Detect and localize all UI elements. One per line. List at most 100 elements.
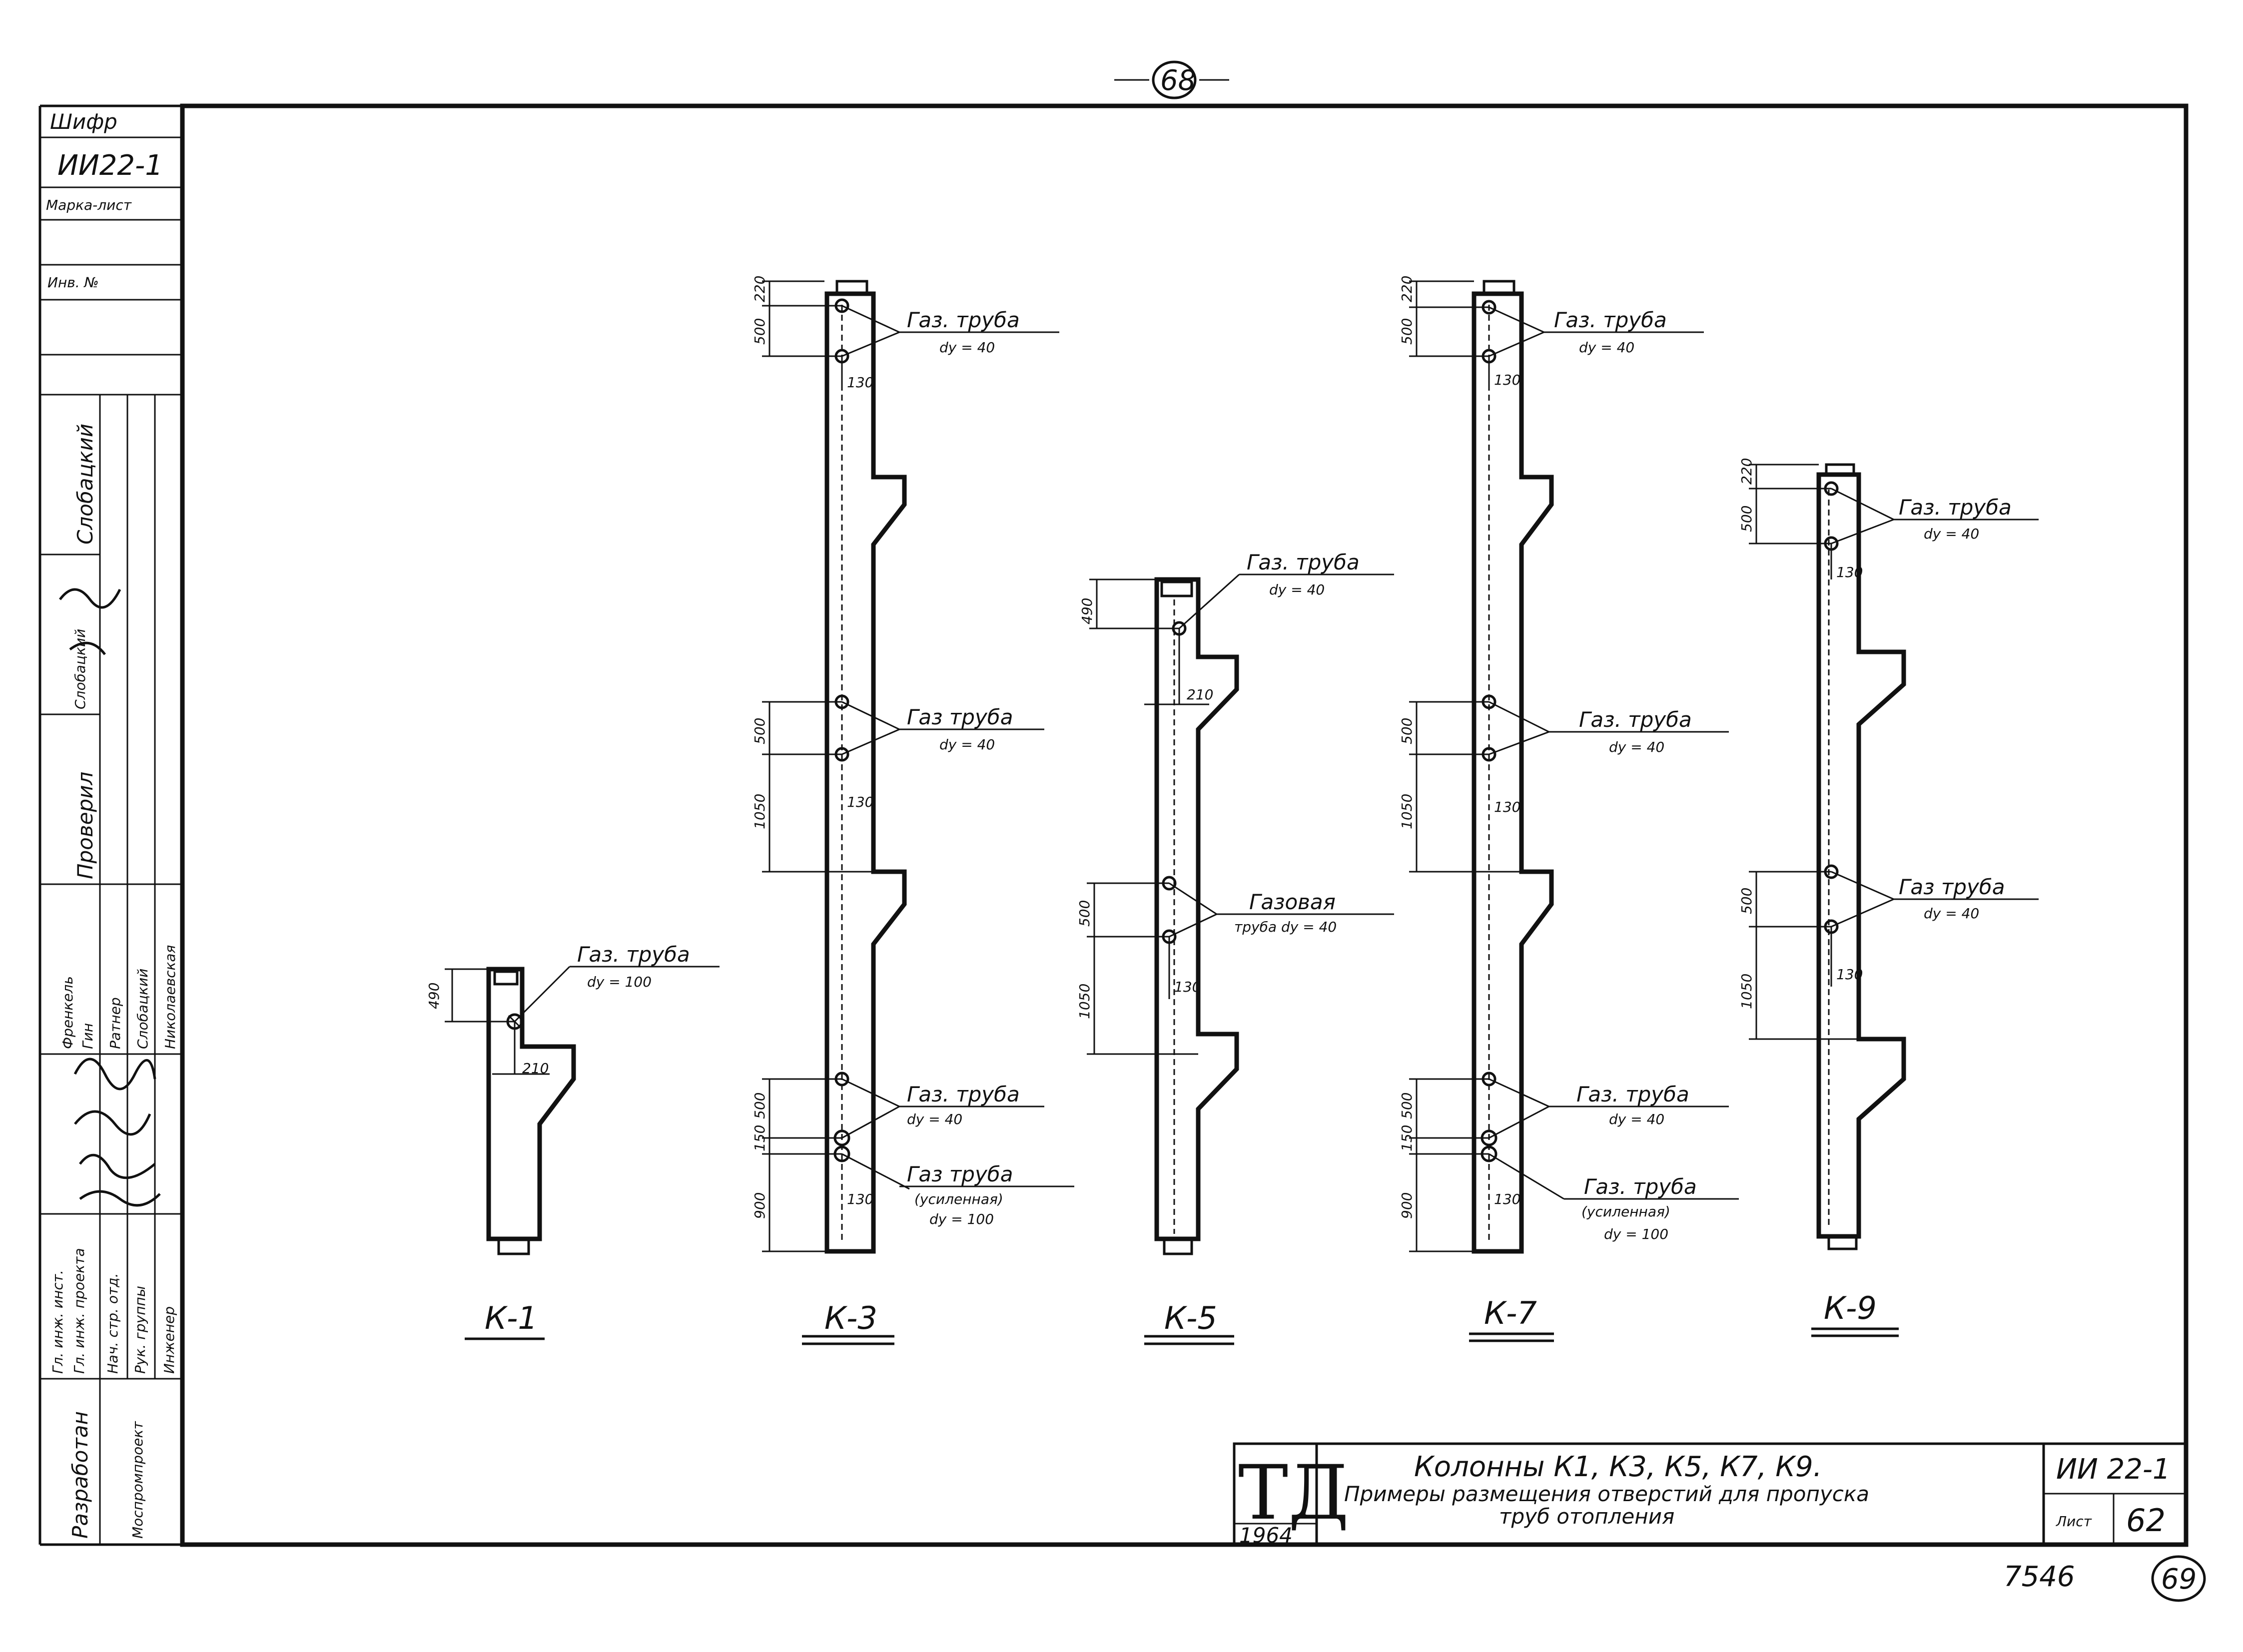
k3-dim-130a: 130 xyxy=(847,374,873,391)
name-3: Ратнер xyxy=(107,997,123,1049)
name-5: Николаевская xyxy=(162,945,178,1049)
cipher-value: ИИ22-1 xyxy=(57,149,163,182)
k7-dim-130a: 130 xyxy=(1494,372,1520,388)
name-2: Гин xyxy=(79,1023,96,1049)
k3-pipe-2: dy = 40 xyxy=(939,339,995,356)
k9-dim-500b: 500 xyxy=(1738,888,1755,914)
k9-label: К-9 xyxy=(1824,1290,1877,1326)
k5-dim-130: 130 xyxy=(1174,979,1201,995)
k5-pipe-3: Газовая xyxy=(1249,890,1336,914)
k7-dim-500c: 500 xyxy=(1399,1093,1415,1119)
k5-pipe-4: труба dy = 40 xyxy=(1234,919,1337,935)
k9-pipe-2: dy = 40 xyxy=(1924,526,1979,542)
column-k3: 220 500 130 500 1050 130 500 150 900 130… xyxy=(751,276,1074,1345)
logo-td: ТД xyxy=(1238,1450,1349,1537)
k7-dim-500b: 500 xyxy=(1399,718,1415,744)
k3-pipe-7: Газ труба xyxy=(907,1162,1013,1186)
left-title-strip: Шифр ИИ22-1 Марка-лист Инв. № Слобацкий … xyxy=(38,104,182,1545)
k3-dim-500a: 500 xyxy=(751,318,768,345)
k3-label: К-3 xyxy=(824,1300,877,1336)
k7-pipe-1: Газ. труба xyxy=(1554,308,1667,332)
role-4: Рук. группы xyxy=(132,1286,148,1374)
top-page-number: 68 xyxy=(1114,60,1229,99)
page-number-top: 68 xyxy=(1160,64,1196,97)
role-3: Нач. стр. отд. xyxy=(104,1273,121,1374)
k3-pipe-3: Газ труба xyxy=(907,705,1013,729)
k9-dim-130a: 130 xyxy=(1836,564,1863,580)
title-line2: Примеры размещения отверстий для пропуск… xyxy=(1344,1482,1869,1506)
k3-pipe-8: (усиленная) xyxy=(914,1191,1003,1207)
k7-pipe-9: dy = 100 xyxy=(1604,1226,1668,1242)
k7-dim-130b: 130 xyxy=(1494,799,1520,815)
name-4: Слобацкий xyxy=(134,969,151,1049)
k7-pipe-2: dy = 40 xyxy=(1579,339,1634,356)
k5-dim-210: 210 xyxy=(1187,686,1213,703)
k7-pipe-4: dy = 40 xyxy=(1609,739,1664,755)
k1-pipe-1: Газ. труба xyxy=(577,942,690,967)
k3-dim-900: 900 xyxy=(751,1192,768,1219)
page-number-bottom: 69 xyxy=(2161,1563,2197,1596)
role-5: Инженер xyxy=(161,1306,177,1374)
column-k7: 220 500 130 500 1050 130 500 150 900 130… xyxy=(1399,276,1739,1342)
sheet-number: 62 xyxy=(2126,1502,2166,1539)
k9-dim-220: 220 xyxy=(1738,458,1755,485)
title-block: ТД 1964 Колонны К1, К3, К5, К7, К9. Прим… xyxy=(1233,1442,2188,1548)
k9-dim-130b: 130 xyxy=(1836,966,1863,983)
k7-dim-1050: 1050 xyxy=(1399,794,1415,829)
inv-label: Инв. № xyxy=(47,274,99,291)
column-k9: 220 500 130 500 1050 130 Газ. труба dy =… xyxy=(1738,458,2039,1337)
k3-pipe-9: dy = 100 xyxy=(929,1211,994,1227)
top-name: Слобацкий xyxy=(73,424,97,545)
k3-dim-220: 220 xyxy=(751,276,768,302)
column-k5: 490 210 500 1050 130 Газ. труба dy = 40 … xyxy=(1076,550,1394,1345)
drawing-frame xyxy=(180,103,2189,1547)
k7-dim-900: 900 xyxy=(1399,1192,1415,1219)
k7-pipe-5: Газ. труба xyxy=(1576,1082,1689,1106)
developed-by: Разработан xyxy=(68,1411,92,1539)
org-name: Моспромпроект xyxy=(129,1421,146,1539)
k9-pipe-3: Газ труба xyxy=(1899,875,2005,899)
k3-dim-130b: 130 xyxy=(847,794,873,810)
k5-dim-490: 490 xyxy=(1079,598,1095,624)
k3-dim-500b: 500 xyxy=(751,718,768,744)
mark-label: Марка-лист xyxy=(46,197,132,213)
logo-year: 1964 xyxy=(1239,1523,1293,1548)
k1-pipe-2: dy = 100 xyxy=(587,974,652,990)
k3-dim-150: 150 xyxy=(751,1125,768,1151)
k5-label: К-5 xyxy=(1164,1300,1217,1336)
sheet-label: Лист xyxy=(2056,1513,2092,1530)
k3-pipe-4: dy = 40 xyxy=(939,736,995,753)
k7-pipe-6: dy = 40 xyxy=(1609,1111,1664,1127)
k7-dim-150: 150 xyxy=(1399,1125,1415,1151)
k5-pipe-1: Газ. труба xyxy=(1247,550,1360,574)
column-k1: 490 210 Газ. труба dy = 100 К-1 xyxy=(426,942,720,1340)
bottom-page-circle xyxy=(2151,1555,2206,1602)
k5-dim-1050: 1050 xyxy=(1076,984,1093,1019)
k3-dim-1050: 1050 xyxy=(751,794,768,829)
k7-dim-220: 220 xyxy=(1399,276,1415,302)
k3-dim-500c: 500 xyxy=(751,1093,768,1119)
k3-pipe-6: dy = 40 xyxy=(907,1111,962,1127)
k3-pipe-1: Газ. труба xyxy=(907,308,1020,332)
k1-label: К-1 xyxy=(485,1300,538,1336)
drawing-code: ИИ 22-1 xyxy=(2056,1453,2171,1486)
title-line1: Колонны К1, К3, К5, К7, К9. xyxy=(1414,1451,1822,1483)
k7-pipe-8: (усиленная) xyxy=(1581,1203,1670,1220)
title-line3: труб отопления xyxy=(1499,1504,1674,1529)
k5-dim-500: 500 xyxy=(1076,900,1093,927)
k9-dim-500a: 500 xyxy=(1738,506,1755,532)
k9-pipe-4: dy = 40 xyxy=(1924,905,1979,922)
k7-pipe-7: Газ. труба xyxy=(1584,1174,1697,1199)
k7-dim-130c: 130 xyxy=(1494,1191,1520,1207)
k9-dim-1050: 1050 xyxy=(1738,974,1755,1009)
role-2: Гл. инж. проекта xyxy=(71,1248,87,1374)
k5-pipe-2: dy = 40 xyxy=(1269,581,1325,598)
k1-dim-490: 490 xyxy=(426,983,442,1009)
k3-dim-130c: 130 xyxy=(847,1191,873,1207)
role-1: Гл. инж. инст. xyxy=(49,1270,66,1374)
k7-label: К-7 xyxy=(1484,1295,1537,1331)
k3-pipe-5: Газ. труба xyxy=(907,1082,1020,1106)
k7-pipe-3: Газ. труба xyxy=(1579,707,1692,732)
cipher-label: Шифр xyxy=(50,109,117,134)
